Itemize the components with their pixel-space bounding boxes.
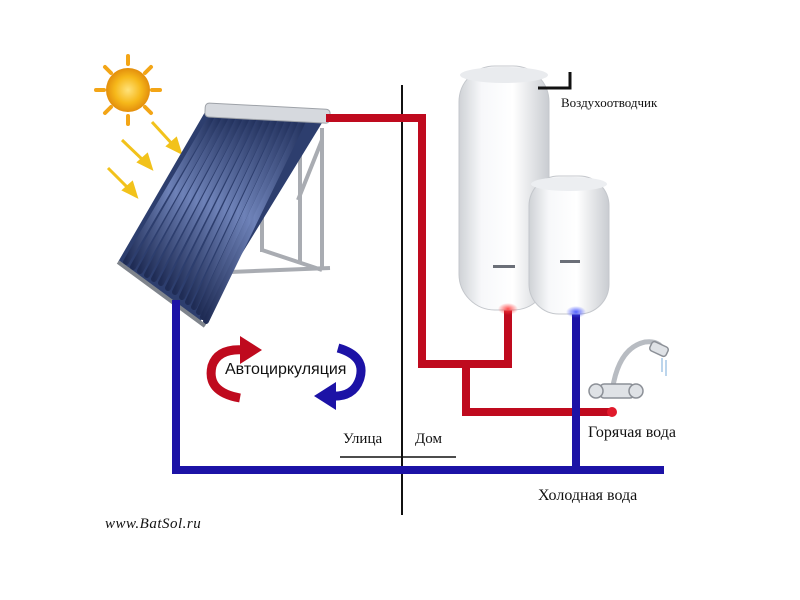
faucet-icon xyxy=(588,339,670,417)
water-heater-tank-icon xyxy=(458,65,550,315)
cold-water-label: Холодная вода xyxy=(538,487,638,504)
cold-water-pipes xyxy=(172,300,664,474)
website-label[interactable]: www.BatSol.ru xyxy=(105,516,202,532)
boiler-tank-icon xyxy=(528,175,610,318)
circulation-arrows-icon xyxy=(206,336,366,410)
air-vent-label: Воздухоотводчик xyxy=(561,95,658,110)
collector-tubes xyxy=(123,113,306,324)
solar-collector-icon xyxy=(116,102,331,328)
hot-water-pipes xyxy=(326,114,610,416)
sun-icon xyxy=(94,54,162,126)
sun-rays-arrows-icon xyxy=(106,120,183,199)
street-label: Улица xyxy=(343,431,383,447)
hot-water-label: Горячая вода xyxy=(588,424,676,441)
home-label: Дом xyxy=(415,431,442,447)
air-vent-icon xyxy=(538,72,572,90)
autocirculation-label: Автоциркуляция xyxy=(225,361,347,378)
